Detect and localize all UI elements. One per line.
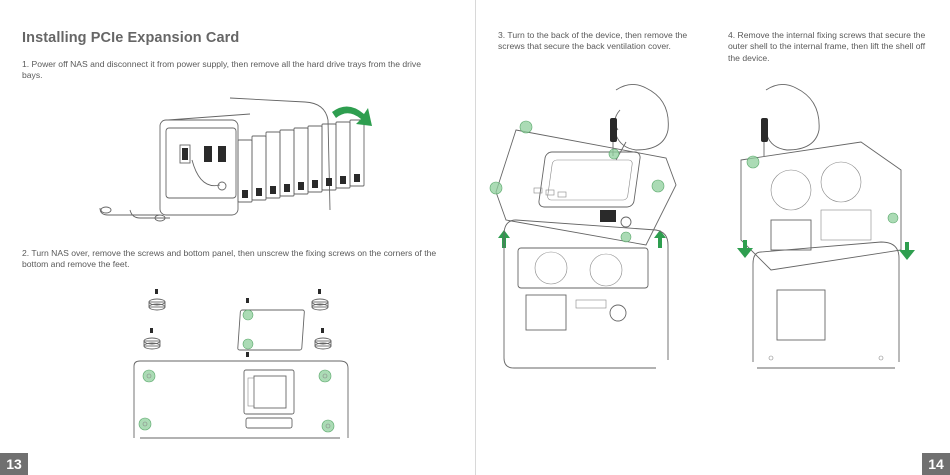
page-number-right: 14 bbox=[922, 453, 950, 475]
foot-icon bbox=[143, 337, 161, 350]
nas-chassis bbox=[503, 219, 669, 369]
outer-shell bbox=[752, 241, 900, 369]
internal-frame bbox=[740, 141, 902, 271]
arrow-down-icon bbox=[737, 240, 753, 258]
remove-shell-illustration bbox=[737, 84, 915, 369]
drive-tray-group bbox=[237, 119, 365, 203]
bottom-panel bbox=[237, 298, 305, 357]
nas-drive-trays-illustration bbox=[99, 97, 372, 222]
left-page: Installing PCIe Expansion Card 1. Power … bbox=[0, 30, 437, 475]
nas-bottom-panel-illustration bbox=[133, 289, 349, 439]
foot-icon bbox=[148, 298, 166, 311]
step-3-text: 3. Turn to the back of the device, then … bbox=[498, 30, 688, 52]
page-divider bbox=[475, 0, 476, 475]
step-2-text: 2. Turn NAS over, remove the screws and … bbox=[22, 248, 437, 270]
step-4-text: 4. Remove the internal fixing screws tha… bbox=[728, 30, 926, 63]
ventilation-cover bbox=[489, 120, 677, 246]
arrow-down-icon bbox=[899, 242, 915, 260]
arrow-up-icon bbox=[654, 230, 666, 248]
right-page: 3. Turn to the back of the device, then … bbox=[476, 0, 950, 475]
hand-screwdriver-icon bbox=[761, 84, 820, 156]
foot-icon bbox=[311, 298, 329, 311]
hand-screwdriver-icon bbox=[610, 84, 669, 161]
back-cover-illustration bbox=[489, 84, 677, 369]
page-title: Installing PCIe Expansion Card bbox=[22, 30, 240, 46]
step-1-text: 1. Power off NAS and disconnect it from … bbox=[22, 59, 422, 81]
foot-icon bbox=[314, 337, 332, 350]
remove-arrow-icon bbox=[332, 106, 372, 126]
page-number-left: 13 bbox=[0, 453, 28, 475]
